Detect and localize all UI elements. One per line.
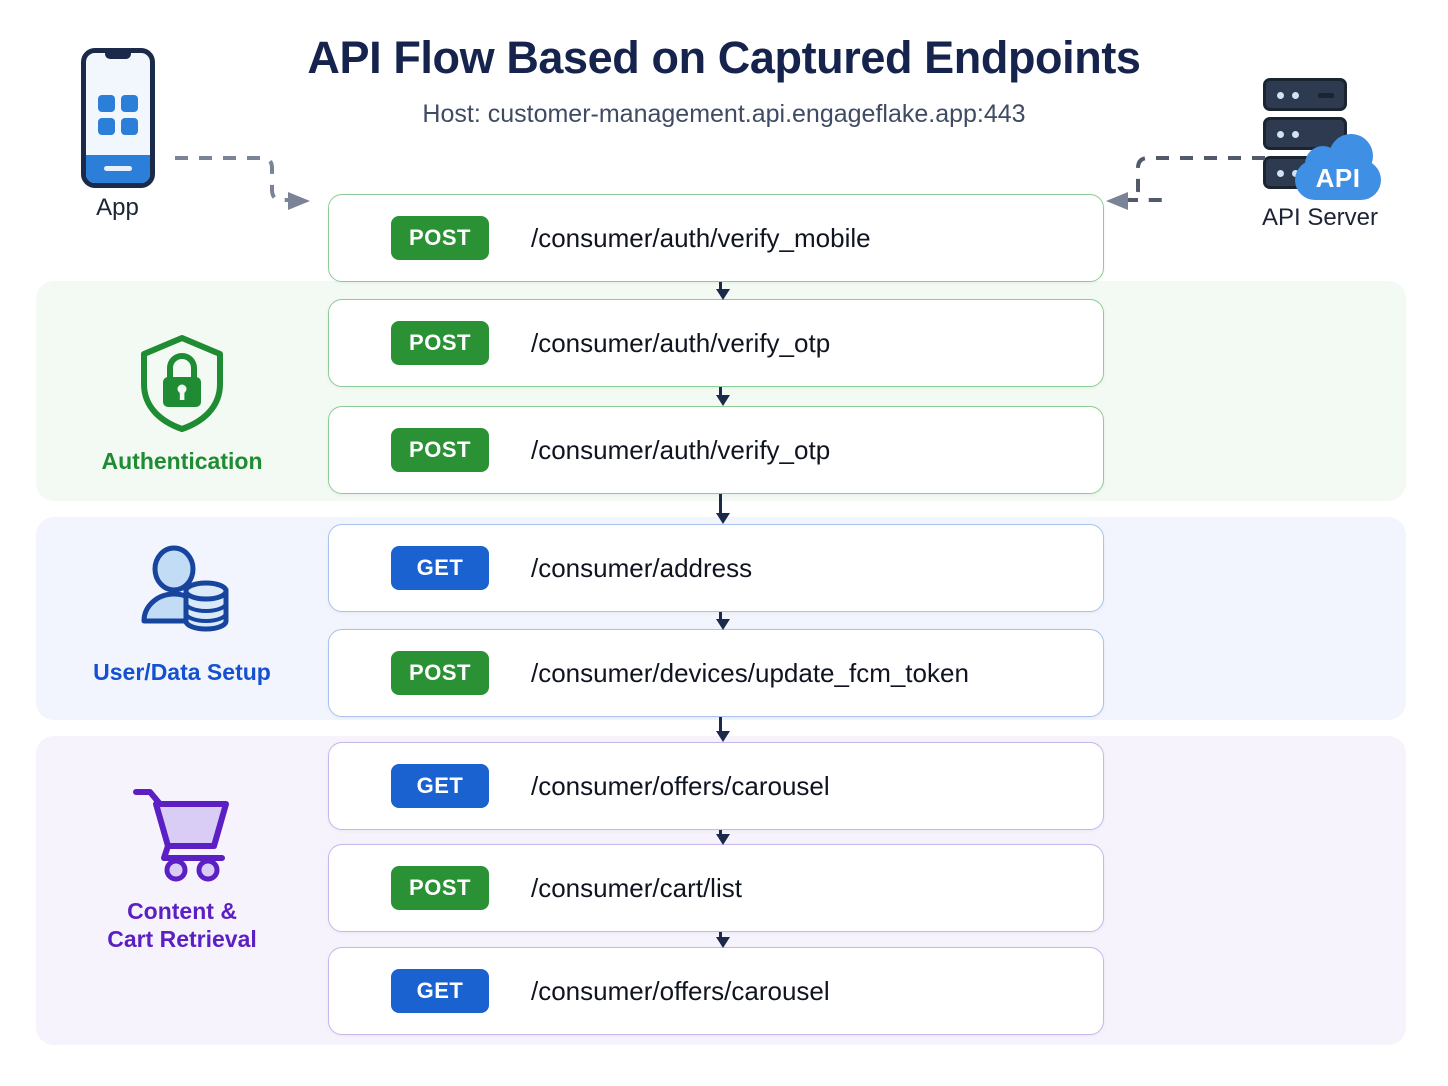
method-badge: GET (391, 764, 489, 808)
flow-arrow (716, 387, 730, 407)
endpoint-path: /consumer/auth/verify_mobile (531, 222, 871, 253)
endpoint-path: /consumer/offers/carousel (531, 770, 830, 801)
flow-arrow (716, 717, 730, 743)
method-badge: GET (391, 969, 489, 1013)
endpoint-path: /consumer/devices/update_fcm_token (531, 657, 969, 688)
endpoint-row[interactable]: GET /consumer/address (328, 524, 1104, 612)
section-label-authentication: Authentication (36, 330, 328, 475)
endpoint-path: /consumer/address (531, 552, 753, 583)
phone-notch (104, 53, 131, 59)
api-cloud-label: API (1315, 163, 1361, 193)
api-cloud-icon: API (1295, 134, 1381, 200)
method-badge: POST (391, 651, 489, 695)
method-badge: POST (391, 321, 489, 365)
shield-lock-icon (141, 335, 223, 432)
endpoint-row[interactable]: POST /consumer/auth/verify_mobile (328, 194, 1104, 282)
flow-arrow (716, 282, 730, 300)
section-label-content-cart-retrieval: Content & Cart Retrieval (36, 780, 328, 953)
api-server-label: API Server (1261, 204, 1379, 231)
phone-app-grid (97, 95, 138, 135)
page-title: API Flow Based on Captured Endpoints (307, 32, 1141, 83)
section-title-user-data-setup: User/Data Setup (93, 659, 271, 685)
server-rack-icon: API (1261, 78, 1381, 200)
flow-arrow (716, 612, 730, 630)
endpoint-path: /consumer/cart/list (531, 872, 742, 903)
app-label: App (96, 194, 139, 221)
endpoint-row[interactable]: POST /consumer/devices/update_fcm_token (328, 629, 1104, 717)
host-subtitle: Host: customer-management.api.engageflak… (422, 100, 1026, 128)
section-title-authentication: Authentication (101, 448, 263, 474)
flow-arrow (716, 494, 730, 525)
mobile-phone-icon (80, 48, 155, 188)
endpoint-row[interactable]: GET /consumer/offers/carousel (328, 742, 1104, 830)
method-badge: GET (391, 546, 489, 590)
shopping-cart-icon (133, 789, 229, 882)
method-badge: POST (391, 216, 489, 260)
flow-arrow (716, 830, 730, 845)
endpoint-path: /consumer/offers/carousel (531, 975, 830, 1006)
section-title-line1: Content & (127, 898, 237, 924)
section-title-line2: Cart Retrieval (107, 926, 257, 953)
user-database-icon (141, 545, 229, 632)
endpoint-path: /consumer/auth/verify_otp (531, 327, 831, 358)
flow-arrow (716, 932, 730, 948)
api-server-node: API API Server (1240, 78, 1400, 232)
phone-bottom-bar (85, 155, 150, 183)
endpoint-row[interactable]: POST /consumer/auth/verify_otp (328, 406, 1104, 494)
section-label-user-data-setup: User/Data Setup (36, 541, 328, 686)
endpoint-row[interactable]: POST /consumer/auth/verify_otp (328, 299, 1104, 387)
section-title-content-cart-retrieval: Content & Cart Retrieval (36, 897, 328, 953)
endpoint-path: /consumer/auth/verify_otp (531, 434, 831, 465)
endpoint-row[interactable]: GET /consumer/offers/carousel (328, 947, 1104, 1035)
endpoint-row[interactable]: POST /consumer/cart/list (328, 844, 1104, 932)
method-badge: POST (391, 866, 489, 910)
app-node: App (40, 48, 195, 222)
method-badge: POST (391, 428, 489, 472)
